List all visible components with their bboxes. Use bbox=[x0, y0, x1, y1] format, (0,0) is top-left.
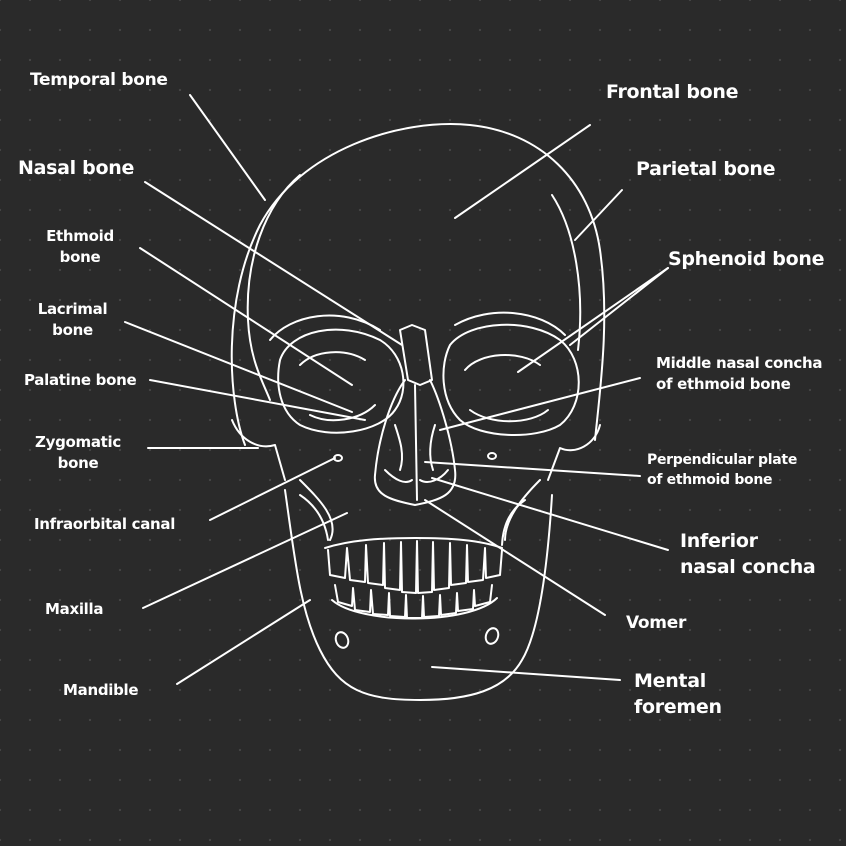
label-line: Middle nasal concha bbox=[656, 354, 823, 372]
leader-maxilla bbox=[142, 512, 348, 609]
leader-frontal bbox=[454, 124, 591, 219]
label-line: Perpendicular plate bbox=[647, 452, 798, 468]
nasal-concha-right bbox=[419, 424, 449, 483]
label-parietal-bone: Parietal bone bbox=[636, 158, 776, 180]
leader-inferior-concha bbox=[431, 477, 669, 551]
cranium-outline bbox=[230, 123, 606, 446]
leader-lacrimal bbox=[124, 321, 353, 413]
maxilla-outline bbox=[299, 479, 541, 541]
label-temporal-bone: Temporal bone bbox=[30, 70, 168, 90]
label-line: foremen bbox=[634, 696, 722, 718]
leader-middle-concha bbox=[439, 377, 641, 431]
label-frontal-bone: Frontal bone bbox=[606, 81, 739, 103]
infraorbital-foramen-right bbox=[487, 452, 497, 460]
nasal-septum bbox=[414, 384, 418, 501]
lower-teeth bbox=[331, 584, 498, 620]
label-line: Mental bbox=[634, 670, 706, 692]
label-line: Ethmoid bbox=[46, 227, 114, 245]
label-line: bone bbox=[59, 248, 101, 266]
label-vomer: Vomer bbox=[626, 613, 687, 633]
jaw-outline bbox=[284, 489, 553, 701]
mandible-ramus-right bbox=[501, 499, 526, 546]
label-line: Lacrimal bbox=[37, 300, 108, 318]
label-line: nasal concha bbox=[680, 556, 816, 578]
label-ethmoid-bone: Ethmoid bone bbox=[40, 226, 120, 268]
leader-temporal bbox=[189, 94, 266, 201]
leader-mandible bbox=[176, 599, 311, 685]
brow-left bbox=[269, 314, 381, 341]
label-maxilla: Maxilla bbox=[45, 600, 104, 618]
brow-right bbox=[454, 311, 566, 336]
temporal-line-left bbox=[246, 174, 301, 401]
label-zygomatic-bone: Zygomatic bone bbox=[28, 432, 128, 474]
left-orbit-inner bbox=[299, 351, 376, 422]
cheek-left bbox=[231, 419, 286, 481]
label-infraorbital-canal: Infraorbital canal bbox=[34, 515, 176, 533]
nasal-cavity bbox=[373, 379, 457, 506]
left-orbit bbox=[277, 328, 405, 434]
nasal-bridge bbox=[399, 324, 433, 386]
upper-teeth bbox=[324, 537, 503, 594]
label-line: of ethmoid bone bbox=[656, 375, 791, 393]
label-line: bone bbox=[52, 321, 93, 339]
label-mental-foramen: Mental foremen bbox=[634, 668, 722, 720]
label-inferior-nasal-concha: Inferior nasal concha bbox=[680, 528, 816, 580]
mental-foramen-right bbox=[484, 627, 500, 645]
leader-nasal bbox=[144, 181, 403, 346]
label-middle-nasal-concha: Middle nasal concha of ethmoid bone bbox=[656, 353, 822, 395]
right-orbit bbox=[442, 323, 580, 437]
leader-palatine bbox=[149, 379, 366, 421]
leader-vomer bbox=[424, 499, 606, 616]
label-perpendicular-plate: Perpendicular plate of ethmoid bone bbox=[647, 450, 797, 490]
leader-infraorbital bbox=[209, 457, 336, 521]
label-line: Zygomatic bbox=[35, 433, 121, 451]
leader-perpendicular bbox=[424, 461, 641, 477]
mandible-ramus-left bbox=[299, 494, 329, 541]
label-lacrimal-bone: Lacrimal bone bbox=[30, 299, 115, 341]
leader-ethmoid bbox=[139, 247, 353, 386]
leader-parietal bbox=[574, 189, 623, 241]
mental-foramen-left bbox=[334, 631, 350, 649]
leader-lines bbox=[124, 94, 669, 685]
label-line: Inferior bbox=[680, 530, 758, 552]
leader-sphenoid-1 bbox=[517, 267, 669, 373]
label-palatine-bone: Palatine bone bbox=[24, 371, 137, 389]
label-line: bone bbox=[57, 454, 99, 472]
leader-sphenoid-2 bbox=[569, 267, 669, 346]
label-nasal-bone: Nasal bone bbox=[18, 157, 135, 179]
cheek-right bbox=[547, 424, 601, 481]
leader-mental bbox=[431, 666, 621, 681]
label-mandible: Mandible bbox=[63, 681, 139, 699]
right-orbit-inner bbox=[464, 354, 549, 423]
label-sphenoid-bone: Sphenoid bone bbox=[668, 248, 825, 270]
label-line: of ethmoid bone bbox=[647, 472, 773, 488]
skull-drawing bbox=[230, 123, 606, 701]
nasal-concha-left bbox=[384, 424, 413, 483]
